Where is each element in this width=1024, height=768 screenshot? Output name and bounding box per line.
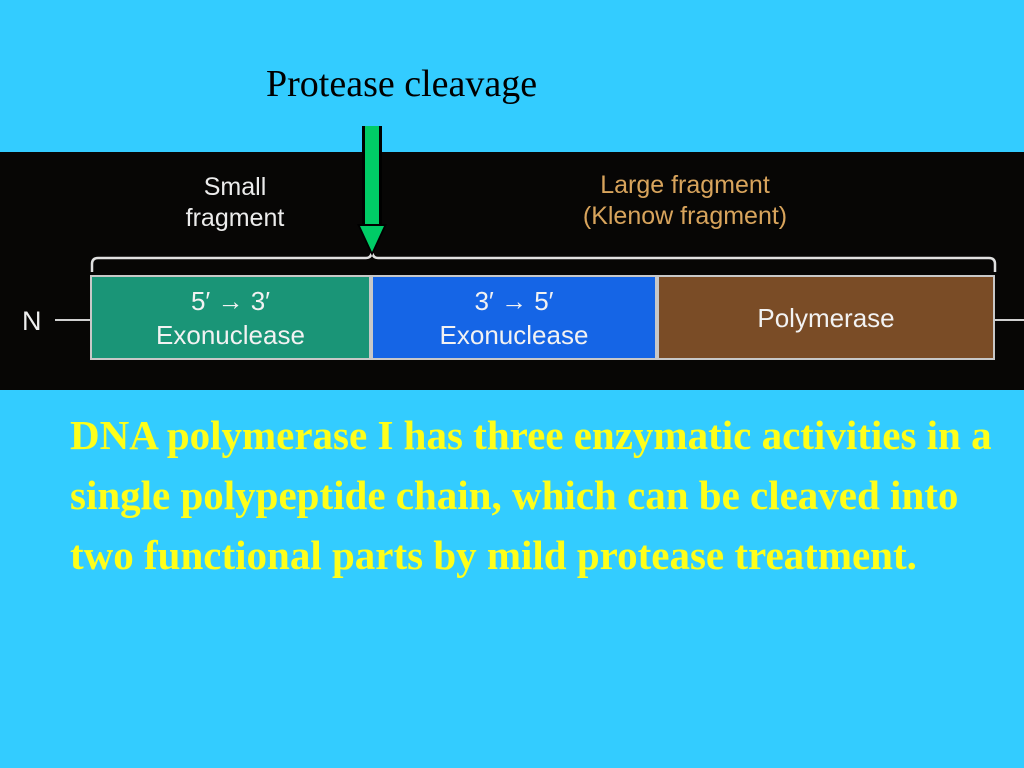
- caption-text: DNA polymerase I has three enzymatic act…: [70, 412, 992, 578]
- protease-cleavage-label: Protease cleavage: [266, 63, 538, 105]
- large-fragment-brace: [378, 256, 997, 272]
- n-terminus-label: N: [22, 306, 42, 336]
- brace-lines: [55, 249, 1024, 321]
- large-fragment-label: Large fragment (Klenow fragment): [582, 171, 788, 230]
- domain-3-5-exonuclease: 3′ → 5′ Exonuclease: [371, 275, 657, 360]
- small-fragment-brace: [90, 249, 379, 272]
- small-fragment-label: Small fragment: [185, 173, 285, 232]
- cleavage-arrow: [357, 126, 387, 258]
- dna-polymerase-diagram: Small fragment Large fragment (Klenow fr…: [0, 152, 1024, 390]
- domain-polymerase: Polymerase: [657, 275, 995, 360]
- domain-5-3-exonuclease: 5′ → 3′ Exonuclease: [90, 275, 371, 360]
